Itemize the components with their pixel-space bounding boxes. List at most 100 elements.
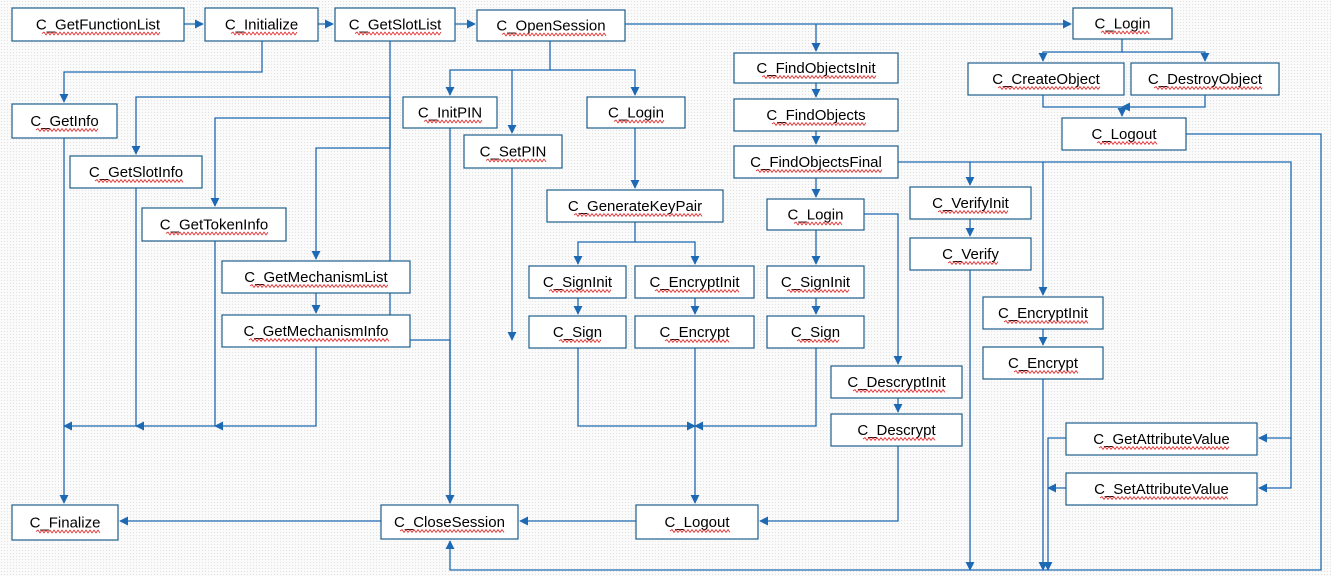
node-label: C_GetAttributeValue xyxy=(1093,431,1229,448)
node-sign-right: C_Sign xyxy=(766,315,865,349)
node-box xyxy=(221,260,411,294)
edge-initialize-to-getinfo xyxy=(59,41,263,103)
node-label: C_FindObjectsFinal xyxy=(750,154,882,171)
node-box xyxy=(11,103,118,139)
node-encryptinit-right: C_EncryptInit xyxy=(982,296,1104,330)
spellcheck-underline xyxy=(558,338,602,344)
spellcheck-underline xyxy=(35,127,99,133)
spellcheck-underline xyxy=(94,178,184,184)
edge-getslotinfo-to-finalize xyxy=(63,188,137,431)
edge-gettokeninfo-to-finalize xyxy=(135,241,216,431)
spellcheck-underline xyxy=(354,31,442,36)
edge-sign-left-to-logout-bottom xyxy=(577,348,696,431)
node-label: C_SetAttributeValue xyxy=(1094,481,1229,498)
spellcheck-underline xyxy=(755,168,883,174)
spellcheck-underline xyxy=(249,283,389,289)
spellcheck-underline xyxy=(573,212,703,218)
node-label: C_Sign xyxy=(553,324,602,341)
node-label: C_CloseSession xyxy=(394,514,505,531)
node-createobject: C_CreateObject xyxy=(967,62,1125,96)
edge-generatekeypair-to-encryptinit-left xyxy=(635,241,700,265)
node-label: C_SignInit xyxy=(543,274,613,291)
edge-findobjectsfinal-to-getattributevalue xyxy=(1043,161,1292,443)
node-box xyxy=(1065,422,1258,456)
node-box xyxy=(1072,7,1173,40)
spellcheck-underline xyxy=(1003,319,1089,325)
spellcheck-underline xyxy=(1098,445,1230,451)
spellcheck-underline xyxy=(485,158,547,163)
node-box xyxy=(204,7,319,42)
edge-findobjectsfinal-to-setattributevalue xyxy=(1258,438,1292,493)
node-label: C_DestroyObject xyxy=(1148,71,1263,88)
node-box xyxy=(221,314,411,348)
spellcheck-underline xyxy=(669,528,731,534)
node-box xyxy=(766,265,865,299)
node-label: C_Descrypt xyxy=(857,422,936,439)
node-sign-left: C_Sign xyxy=(528,315,627,349)
node-initialize: C_Initialize xyxy=(204,7,319,42)
node-box xyxy=(69,155,203,189)
node-box xyxy=(1061,117,1187,151)
edge-destroyobject-to-logout-top xyxy=(1121,95,1206,112)
node-box xyxy=(733,52,899,84)
node-label: C_Sign xyxy=(791,324,840,341)
node-label: C_SignInit xyxy=(781,274,851,291)
node-label: C_GetMechanismInfo xyxy=(243,323,388,340)
spellcheck-underline xyxy=(786,288,850,294)
edge-descrypt-to-logout-bottom xyxy=(759,446,899,526)
node-initpin: C_InitPIN xyxy=(402,96,498,129)
node-box xyxy=(982,296,1104,330)
spellcheck-underline xyxy=(230,31,298,36)
node-findobjectsinit: C_FindObjectsInit xyxy=(733,52,899,84)
node-label: C_GetTokenInfo xyxy=(160,217,268,234)
edges-layer xyxy=(59,19,1322,571)
node-label: C_Initialize xyxy=(225,17,298,34)
spellcheck-underline xyxy=(399,528,505,534)
spellcheck-underline xyxy=(1100,30,1150,35)
node-label: C_GetSlotInfo xyxy=(89,164,183,181)
edge-getattributevalue-to-closesession xyxy=(1043,437,1066,571)
spellcheck-underline xyxy=(852,388,946,394)
node-box xyxy=(634,265,755,299)
spellcheck-underline xyxy=(937,209,1009,215)
node-label: C_Logout xyxy=(1091,126,1157,143)
node-label: C_DescryptInit xyxy=(847,374,946,391)
spellcheck-underline xyxy=(35,529,101,534)
node-label: C_GetSlotList xyxy=(349,17,442,34)
edge-login-top-to-destroyobject xyxy=(1122,51,1210,62)
node-label: C_Login xyxy=(1095,16,1151,33)
node-label: C_Login xyxy=(788,207,844,224)
node-getfunctionlist: C_GetFunctionList xyxy=(11,7,185,42)
node-gettokeninfo: C_GetTokenInfo xyxy=(141,207,287,242)
node-signinit-left: C_SignInit xyxy=(528,265,627,299)
spellcheck-underline xyxy=(248,337,390,343)
edge-getslotlist-to-getmechanismlist xyxy=(311,118,391,260)
node-logout-bottom: C_Logout xyxy=(635,504,759,540)
node-box xyxy=(11,504,119,541)
node-label: C_Login xyxy=(608,105,664,122)
node-box xyxy=(528,315,627,349)
node-getmechanisminfo: C_GetMechanismInfo xyxy=(221,314,411,348)
node-box xyxy=(586,96,686,129)
node-closesession: C_CloseSession xyxy=(380,504,519,540)
edge-findobjectsfinal-to-encryptinit-right xyxy=(970,161,1048,296)
node-signinit-right: C_SignInit xyxy=(766,265,865,299)
edge-opensession-to-login-mid xyxy=(550,69,640,96)
node-getmechanismlist: C_GetMechanismList xyxy=(221,260,411,294)
spellcheck-underline xyxy=(1099,495,1229,501)
node-descryptinit: C_DescryptInit xyxy=(830,365,963,399)
node-label: C_GenerateKeyPair xyxy=(568,198,702,215)
node-box xyxy=(634,315,755,349)
node-encrypt-left: C_Encrypt xyxy=(634,315,755,349)
spellcheck-underline xyxy=(862,436,936,442)
node-box xyxy=(463,134,563,169)
spellcheck-underline xyxy=(1013,369,1079,375)
node-label: C_OpenSession xyxy=(496,18,605,35)
node-box xyxy=(830,413,963,447)
edge-getmechanisminfo-to-finalize xyxy=(214,347,317,431)
node-label: C_VerifyInit xyxy=(932,195,1010,212)
node-label: C_EncryptInit xyxy=(649,274,740,291)
spellcheck-underline xyxy=(41,31,161,36)
node-label: C_Encrypt xyxy=(1008,355,1079,372)
